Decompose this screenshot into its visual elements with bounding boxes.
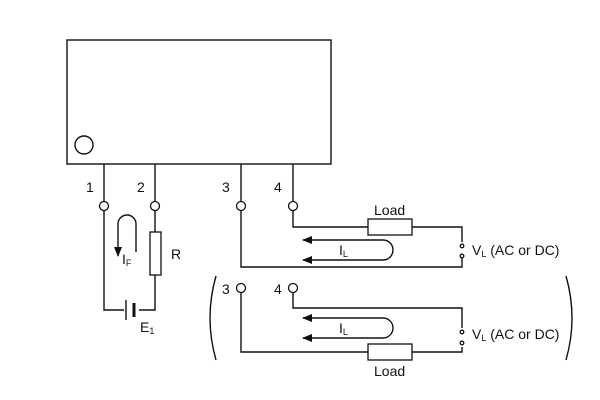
voltage-label-bottom-rest: (AC or DC) [486, 326, 559, 342]
pin-3-alt-label: 3 [222, 281, 230, 297]
terminal-3 [235, 200, 247, 212]
pin-3-label: 3 [222, 179, 230, 195]
source-terminal-top-2 [459, 253, 465, 259]
voltage-label-top-sub: L [481, 249, 486, 259]
voltage-label-top: VL (AC or DC) [472, 242, 559, 259]
source-terminal-top-1 [459, 243, 465, 249]
pin-4-alt-label: 4 [274, 281, 282, 297]
forward-current-label: IF [122, 251, 132, 268]
source-terminal-bottom-1 [459, 329, 465, 335]
load-current-arrow-top [302, 239, 394, 264]
forward-current-label-sub: F [126, 258, 132, 268]
terminal-2 [149, 200, 161, 212]
output-wire-pin4 [292, 210, 368, 228]
terminal-4 [287, 200, 299, 212]
load-top [367, 218, 413, 236]
load-current-label-bottom-main: I [339, 320, 343, 336]
input-wire-pin1 [103, 210, 124, 311]
load-current-label-bottom-sub: L [343, 327, 348, 337]
resistor [149, 231, 162, 276]
terminal-3-alt [235, 282, 247, 294]
source-terminal-bottom-2 [459, 340, 465, 346]
pin-4-label: 4 [274, 179, 282, 195]
left-parenthesis [209, 275, 217, 361]
load-top-label: Load [374, 202, 405, 218]
forward-current-label-main: I [122, 251, 126, 267]
input-wire-pin2-bottom [139, 275, 156, 311]
voltage-label-bottom-sub: L [481, 333, 486, 343]
battery-label: E1 [140, 319, 154, 336]
voltage-label-bottom-main: V [472, 326, 482, 342]
forward-current-arrow [114, 214, 137, 257]
alt-wire-pin4 [292, 292, 463, 328]
load-current-label-top-sub: L [343, 249, 348, 259]
output-wire-load-to-source [412, 226, 463, 242]
load-current-label-bottom: IL [339, 320, 348, 337]
alt-wire-pin3 [240, 292, 368, 353]
terminal-1 [98, 200, 110, 212]
load-current-label-top-main: I [339, 242, 343, 258]
device-body [66, 39, 332, 165]
voltage-label-top-rest: (AC or DC) [486, 242, 559, 258]
load-current-arrow-bottom [302, 317, 394, 342]
battery-label-main: E [140, 319, 149, 335]
alt-wire-source-to-load [412, 347, 463, 353]
pin-2-label: 2 [137, 179, 145, 195]
battery-label-sub: 1 [149, 326, 154, 336]
device-indicator-circle [74, 135, 94, 155]
resistor-label: R [171, 246, 181, 262]
output-wire-pin3 [240, 210, 463, 268]
load-bottom [367, 343, 413, 361]
terminal-4-alt [287, 282, 299, 294]
right-parenthesis [565, 275, 573, 361]
load-current-label-top: IL [339, 242, 348, 259]
voltage-label-bottom: VL (AC or DC) [472, 326, 559, 343]
voltage-label-top-main: V [472, 242, 482, 258]
pin-1-label: 1 [86, 179, 94, 195]
load-bottom-label: Load [374, 363, 405, 379]
